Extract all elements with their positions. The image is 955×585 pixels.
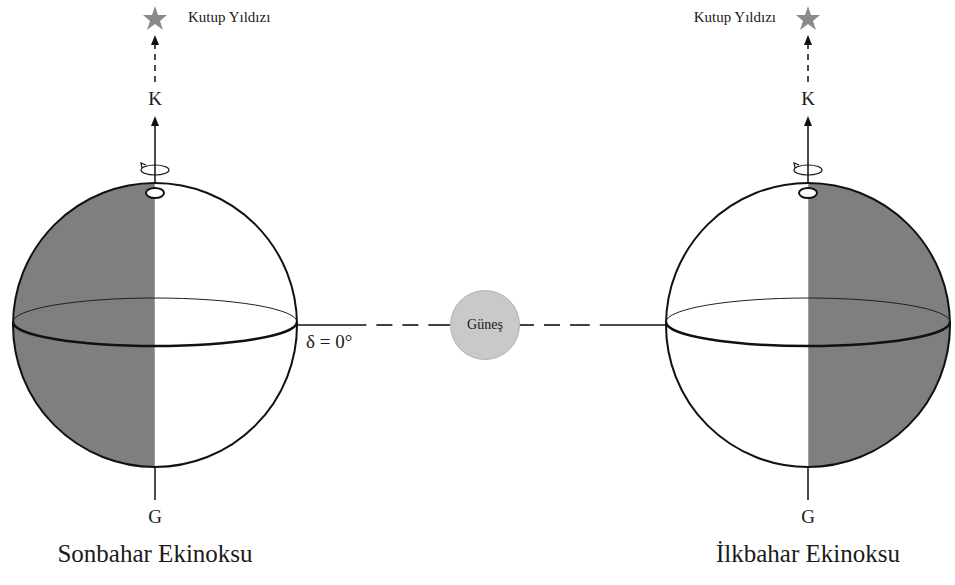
star-label: Kutup Yıldızı [188,9,270,26]
sun-label: Güneş [467,317,503,333]
earth-globe [665,182,951,468]
sun-earth-line [298,325,450,326]
sun-circle: Güneş [450,290,520,360]
earth-globe [12,182,298,468]
equinox-caption: Sonbahar Ekinoksu [57,540,252,568]
pole-label: K [148,88,162,110]
equinox-caption: İlkbahar Ekinoksu [716,540,900,568]
pole-label: K [801,88,815,110]
declination-label: δ = 0° [306,331,352,353]
pole-label: G [148,506,162,528]
star-label: Kutup Yıldızı [694,9,776,26]
earth-node: Sonbahar Ekinoksu [12,182,298,468]
pole-label: G [801,506,815,528]
earth-node: İlkbahar Ekinoksu [665,182,951,468]
sun-earth-line [520,325,665,326]
